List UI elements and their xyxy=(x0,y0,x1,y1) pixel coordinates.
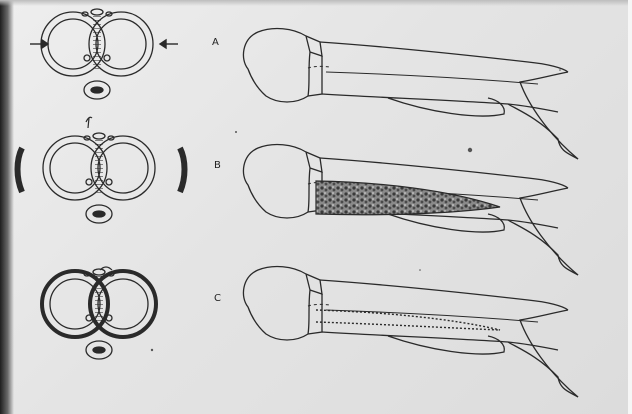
cross-section-b xyxy=(18,117,185,223)
longitudinal-section-b xyxy=(243,145,578,275)
cross-section-a xyxy=(30,9,178,99)
longitudinal-section-a xyxy=(243,29,578,159)
cross-section-c xyxy=(42,267,156,359)
longitudinal-section-c xyxy=(243,267,578,397)
